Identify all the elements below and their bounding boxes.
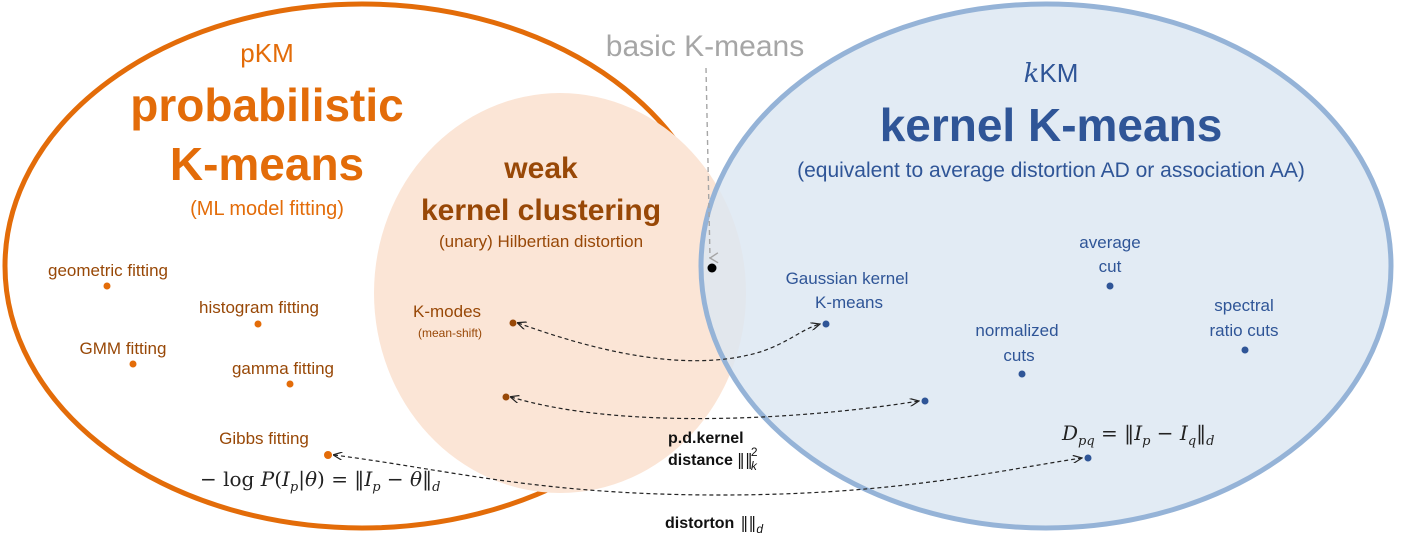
kmodes-dot xyxy=(509,319,517,327)
gaussian-kmeans-label-2: K-means xyxy=(815,293,883,312)
kmodes-sub-label: (mean-shift) xyxy=(418,326,482,340)
spectral-ratio-dot xyxy=(1241,346,1249,354)
pkm-abbrev: pKM xyxy=(240,38,293,68)
weak-title-line1: weak xyxy=(503,152,578,185)
average-cut-label-2: cut xyxy=(1099,257,1122,276)
gmm-fitting-dot xyxy=(129,360,137,368)
distortion-connector xyxy=(334,455,1082,496)
gaussian-kmeans-label-1: Gaussian kernel xyxy=(786,269,909,288)
average-cut-dot xyxy=(1106,282,1114,290)
normalized-cuts-dot xyxy=(1018,370,1026,378)
histogram-fitting-label: histogram fitting xyxy=(199,298,319,317)
weak-kernel-region xyxy=(374,93,746,493)
basic-kmeans-arrow xyxy=(705,67,710,258)
basic-kmeans-dot xyxy=(707,263,717,273)
weak-title-line2: kernel clustering xyxy=(421,194,661,227)
geometric-fitting-label: geometric fitting xyxy=(48,261,168,280)
histogram-fitting-dot xyxy=(254,320,262,328)
gmm-fitting-label: GMM fitting xyxy=(80,339,167,358)
distorton-label: distorton‖‖d xyxy=(665,513,763,536)
kkm-abbrev: kKM xyxy=(1024,58,1079,89)
normalized-cuts-label-2: cuts xyxy=(1003,346,1034,365)
gaussian-kmeans-dot xyxy=(822,320,830,328)
kkm-formula: Dpq = ‖Ip − Iq‖d xyxy=(1061,421,1214,449)
pd-kernel-label-2: distance‖‖k2 xyxy=(668,445,758,473)
weak-distance-dot xyxy=(502,393,510,401)
pkm-title-line1: probabilistic xyxy=(130,79,403,131)
pkm-subtitle: (ML model fitting) xyxy=(190,198,344,220)
pkm-title-line2: K-means xyxy=(170,138,364,190)
basic-kmeans-label: basic K-means xyxy=(606,30,804,63)
spectral-ratio-label-2: ratio cuts xyxy=(1210,321,1279,340)
kmodes-gaussian-connector xyxy=(518,323,820,362)
kmodes-label: K-modes xyxy=(413,302,481,321)
average-cut-label-1: average xyxy=(1079,233,1140,252)
geometric-fitting-dot xyxy=(103,282,111,290)
normalized-cuts-label-1: normalized xyxy=(975,321,1058,340)
kkm-formula-dot xyxy=(1084,454,1092,462)
weak-subtitle: (unary) Hilbertian distortion xyxy=(439,232,643,251)
kkm-title: kernel K-means xyxy=(880,99,1223,151)
pd-kernel-label-1: p.d.kernel xyxy=(668,430,744,447)
spectral-ratio-label-1: spectral xyxy=(1214,296,1274,315)
kkm-distance-dot xyxy=(921,397,929,405)
gamma-fitting-dot xyxy=(286,380,294,388)
pkm-formula: − log P(Ip|θ) = ‖Ip − θ‖d xyxy=(200,467,440,495)
pd-kernel-connector xyxy=(511,397,919,420)
kkm-subtitle: (equivalent to average distortion AD or … xyxy=(797,159,1305,182)
gamma-fitting-label: gamma fitting xyxy=(232,359,334,378)
gibbs-fitting-label: Gibbs fitting xyxy=(219,429,309,448)
gibbs-fitting-dot xyxy=(324,451,332,459)
